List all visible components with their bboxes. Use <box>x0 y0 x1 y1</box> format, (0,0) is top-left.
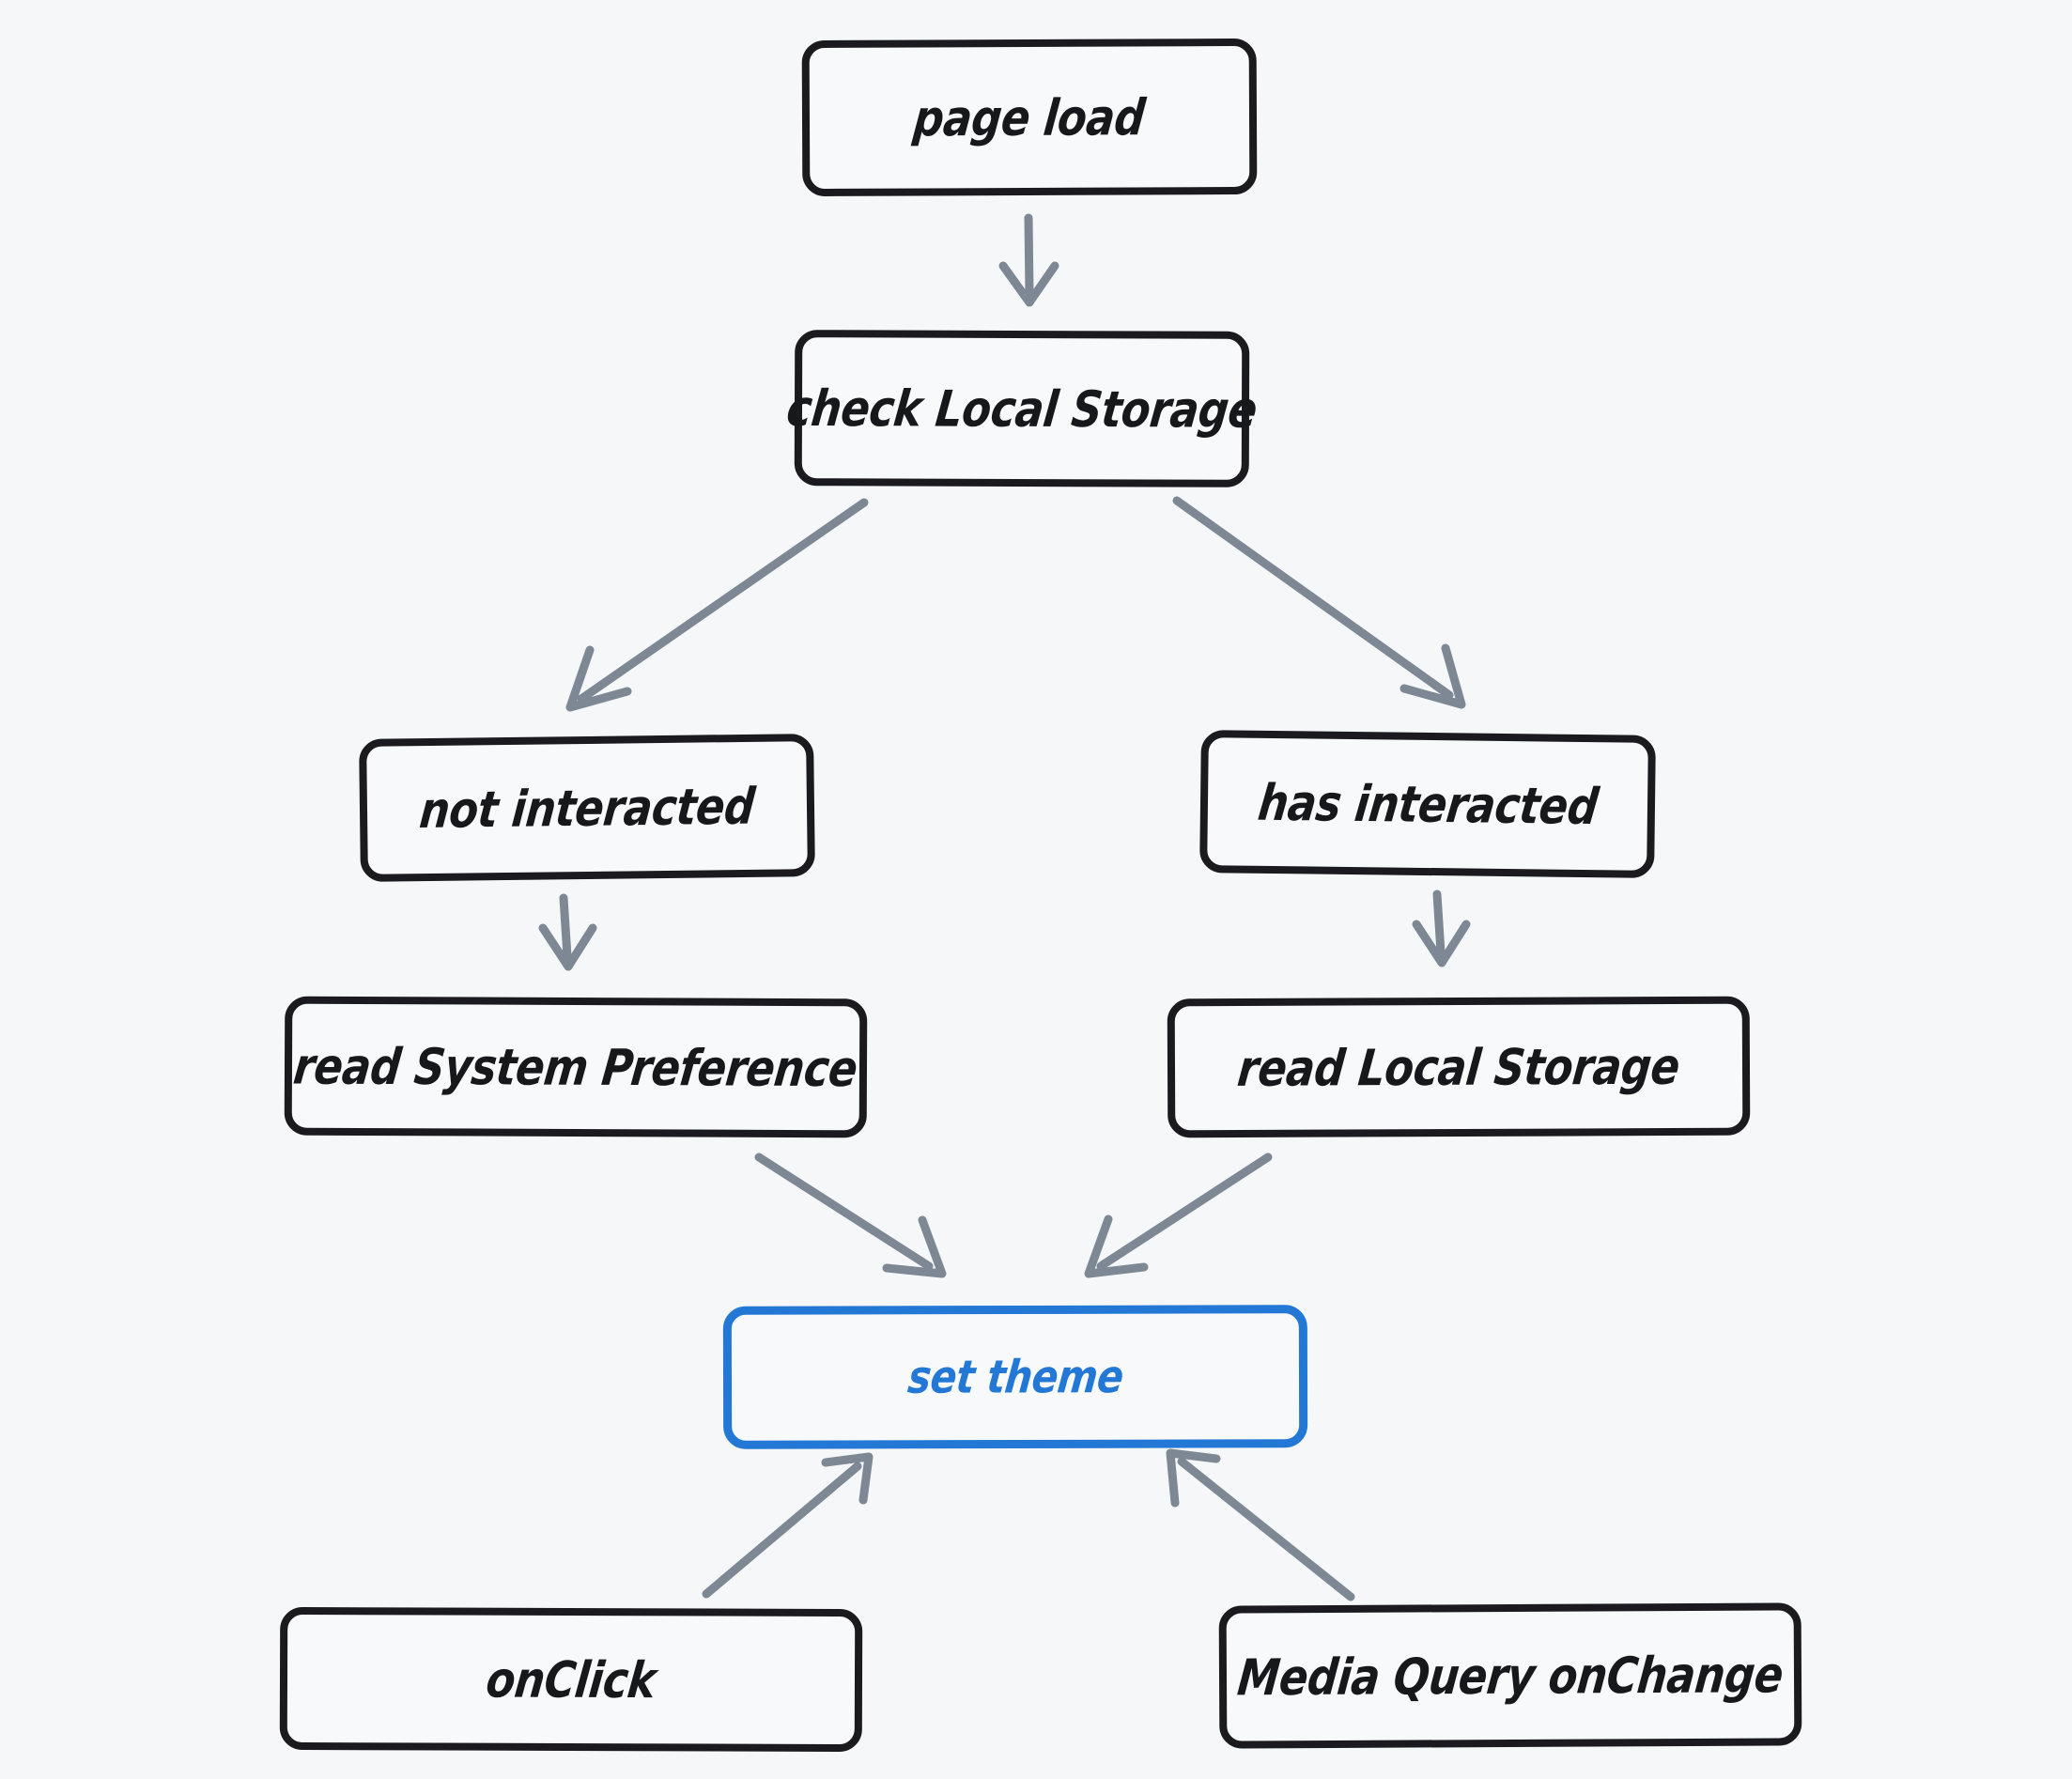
node-media-query-onchange-label: Media Query onChange <box>1234 1645 1786 1707</box>
node-has-interacted[interactable]: has interacted <box>1199 730 1656 878</box>
node-page-load-label: page load <box>911 87 1148 147</box>
edge-media-query-to-set-theme <box>1166 1448 1355 1601</box>
node-media-query-onchange[interactable]: Media Query onChange <box>1218 1602 1802 1749</box>
edge-page-load-to-check-local <box>998 213 1059 307</box>
node-not-interacted-label: not interacted <box>417 776 757 840</box>
node-read-system-preference-label: read System Preference <box>290 1036 861 1098</box>
node-check-local-storage[interactable]: check Local Storage <box>784 330 1260 487</box>
edge-onclick-to-set-theme <box>702 1452 874 1599</box>
node-onclick[interactable]: onClick <box>279 1606 863 1753</box>
node-read-local-storage-label: read Local Storage <box>1234 1036 1683 1098</box>
node-has-interacted-label: has interacted <box>1254 772 1601 836</box>
node-read-system-preference[interactable]: read System Preference <box>284 996 868 1138</box>
edge-not-interacted-to-read-system <box>538 893 597 971</box>
edge-check-local-to-not-interacted <box>565 498 869 712</box>
node-set-theme-label: set theme <box>905 1349 1126 1404</box>
node-read-local-storage[interactable]: read Local Storage <box>1167 996 1751 1138</box>
edge-check-local-to-has-interacted <box>1172 496 1466 709</box>
node-check-local-storage-label: check Local Storage <box>783 378 1260 440</box>
node-not-interacted[interactable]: not interacted <box>359 734 815 882</box>
edge-has-interacted-to-read-local <box>1412 890 1471 967</box>
node-set-theme[interactable]: set theme <box>722 1305 1308 1449</box>
node-page-load[interactable]: page load <box>801 38 1258 197</box>
edge-read-system-to-set-theme <box>754 1152 947 1278</box>
node-onclick-label: onClick <box>483 1649 659 1709</box>
edge-read-local-to-set-theme <box>1084 1152 1273 1278</box>
